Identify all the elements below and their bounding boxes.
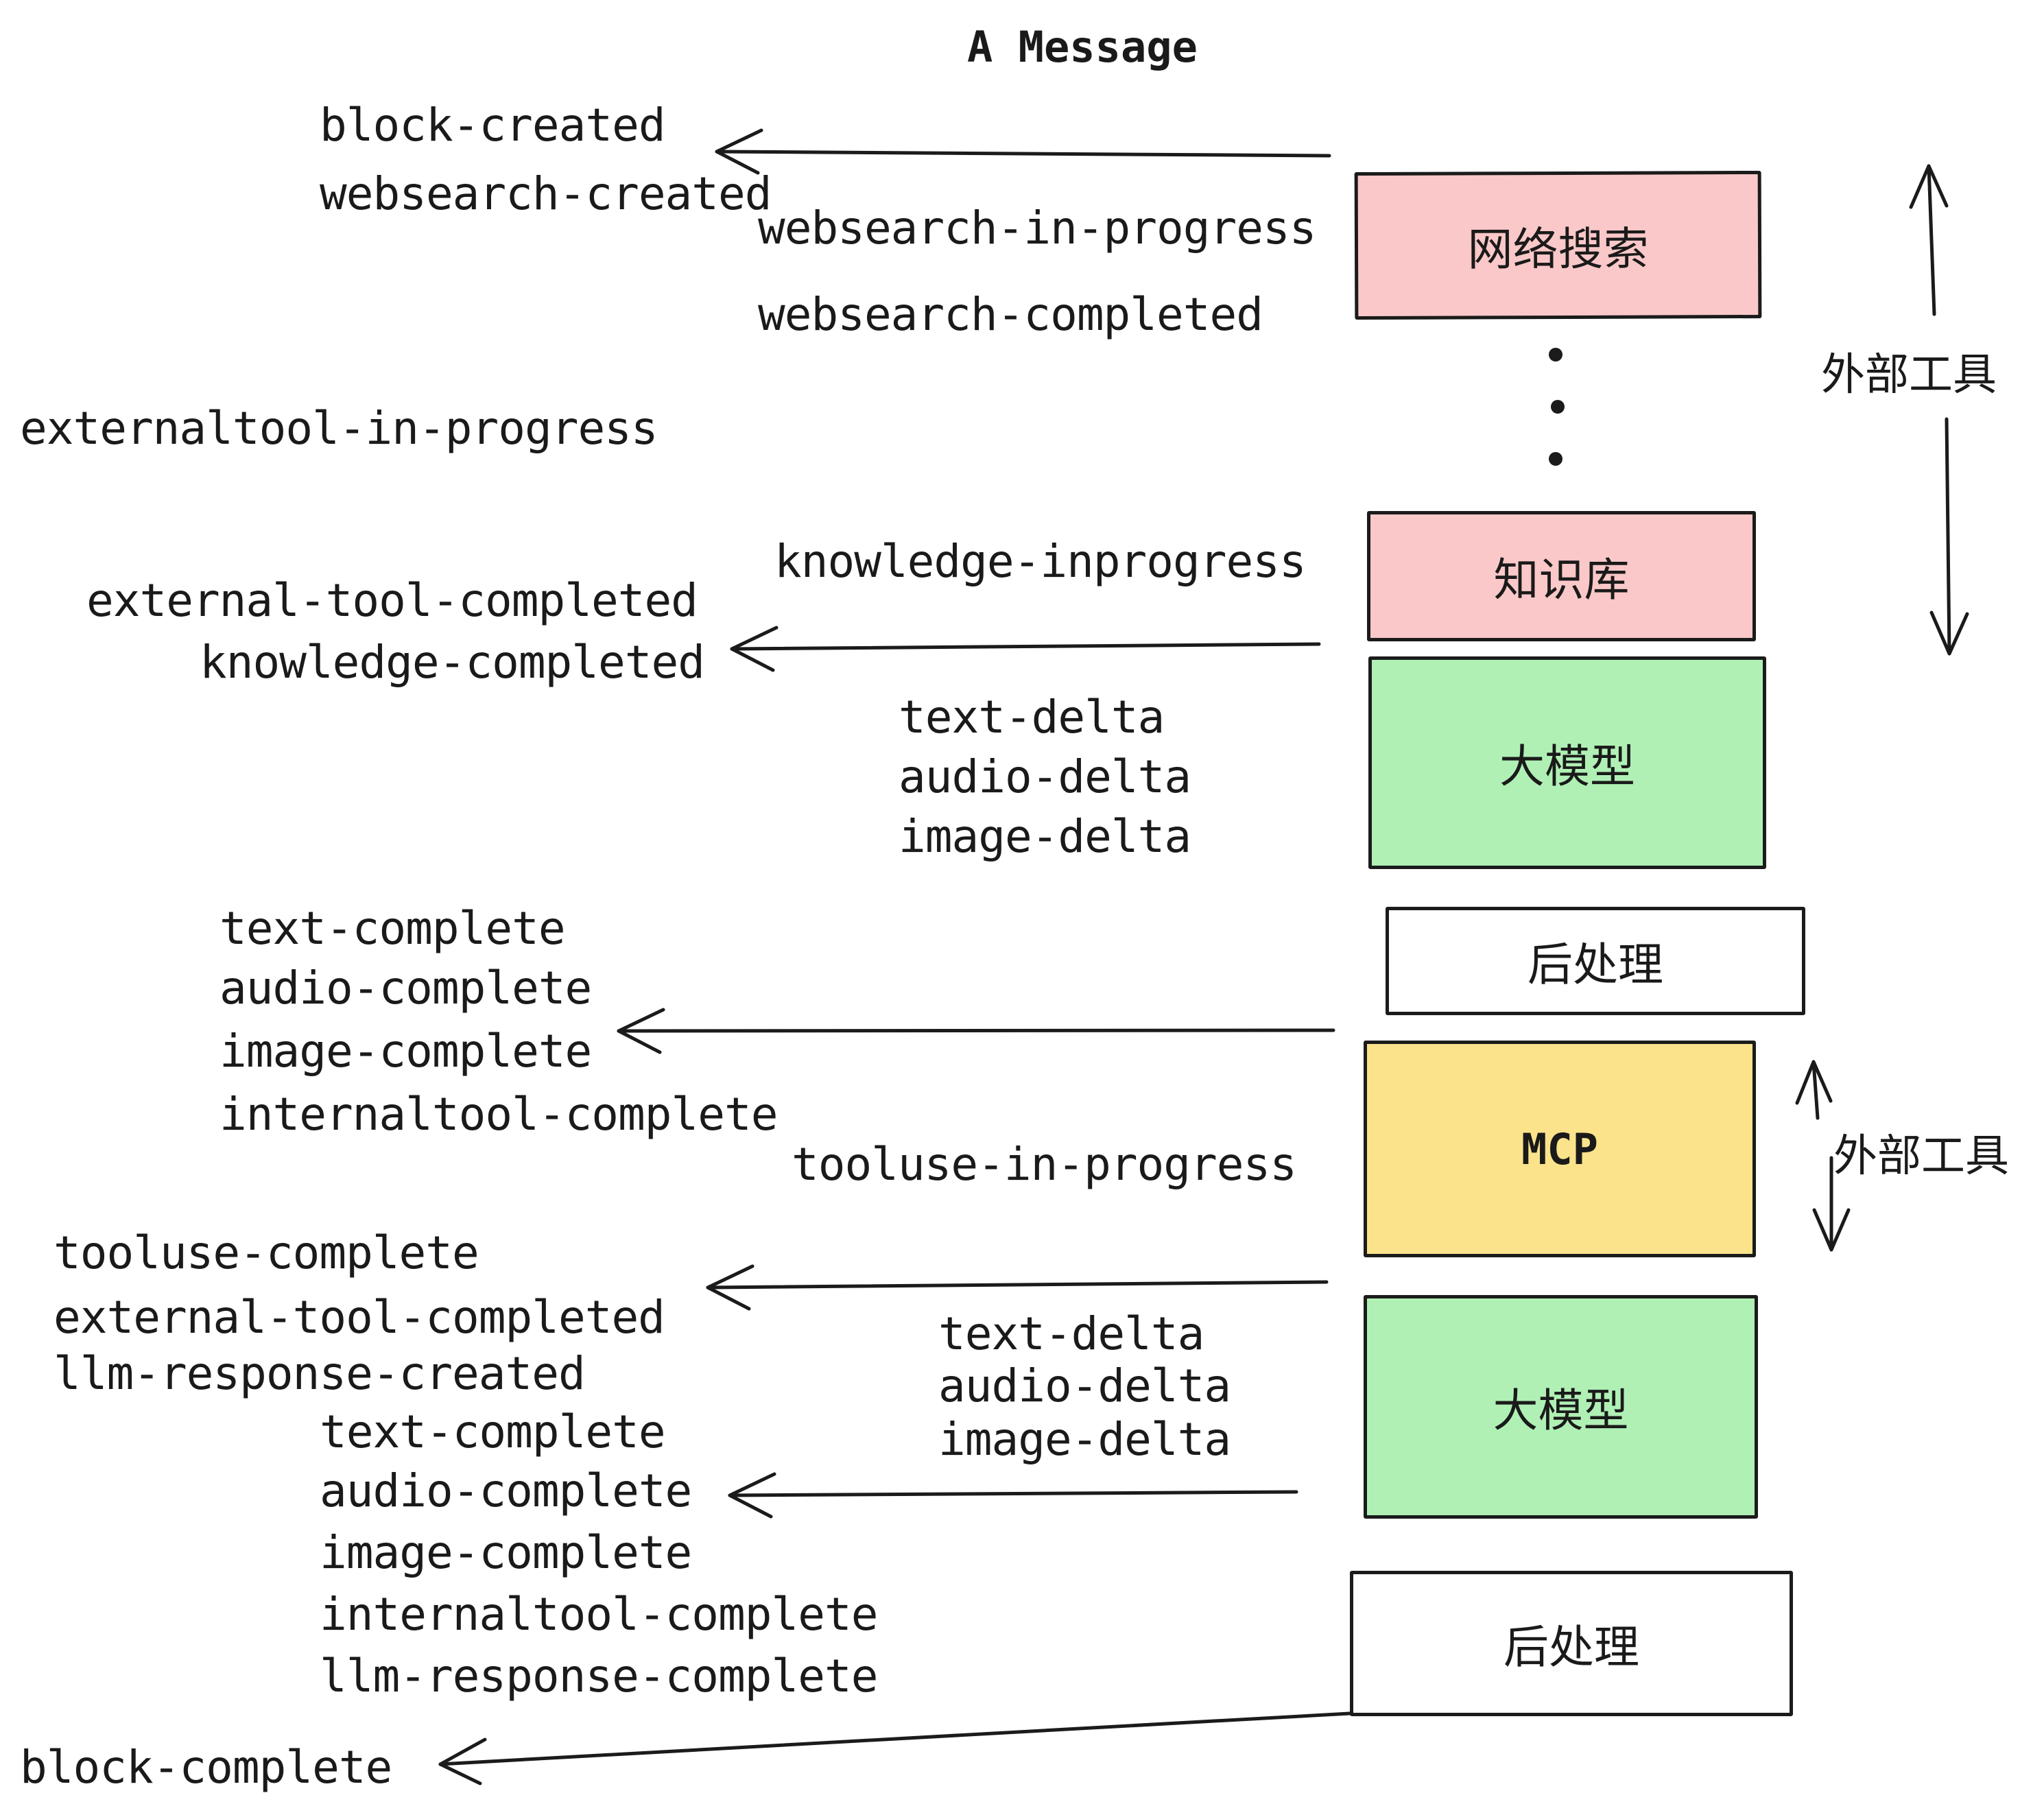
event-image-complete-2: image-complete [320,1526,692,1579]
event-websearch-completed: websearch-completed [758,288,1263,341]
box-websearch-label: 网络搜索 [1467,223,1649,274]
arrow-websearch-to-created [715,128,1331,175]
diagram-title: A Message [967,22,1198,72]
box-postprocess-1: 后处理 [1386,907,1805,1015]
external-tools-label-2: 外部工具 [1833,1131,2009,1180]
box-mcp: MCP [1364,1041,1756,1257]
external-tools-down-arrow-1 [1929,417,1969,656]
ellipsis-dots [1549,348,1565,466]
arrow-mcp-to-image-complete [617,1008,1335,1054]
event-knowledge-inprogress: knowledge-inprogress [774,535,1307,588]
event-external-tool-completed-1: external-tool-completed [86,574,698,627]
event-externaltool-in-progress: externaltool-in-progress [20,402,658,455]
event-image-delta-2: image-delta [938,1413,1231,1466]
event-block-complete: block-complete [20,1741,392,1794]
external-tools-up-arrow-1 [1909,164,1949,316]
event-external-tool-completed-2: external-tool-completed [54,1291,665,1344]
event-text-complete-2: text-complete [320,1405,666,1458]
external-tools-label-1: 外部工具 [1821,350,1997,399]
event-websearch-created: websearch-created [320,167,772,220]
arrow-mcp-to-tooluse-complete [706,1264,1329,1311]
event-text-delta-1: text-delta [899,691,1165,744]
external-tools-up-arrow-2 [1795,1060,1833,1120]
event-internaltool-complete-1: internaltool-complete [219,1088,778,1141]
box-knowledge: 知识库 [1367,511,1756,641]
box-llm-1-label: 大模型 [1499,741,1635,792]
event-tooluse-complete: tooluse-complete [54,1226,479,1279]
box-postprocess-2: 后处理 [1350,1571,1793,1716]
event-websearch-in-progress: websearch-in-progress [758,202,1316,254]
event-llm-response-complete: llm-response-complete [320,1650,878,1702]
box-llm-1: 大模型 [1368,656,1766,869]
box-llm-2: 大模型 [1364,1295,1758,1519]
box-postprocess-2-label: 后处理 [1504,1622,1639,1672]
event-image-complete-1: image-complete [219,1025,592,1078]
box-mcp-label: MCP [1521,1124,1598,1174]
box-knowledge-label: 知识库 [1493,554,1630,605]
event-block-created: block-created [320,99,666,152]
event-audio-complete-1: audio-complete [219,962,592,1014]
arrow-llm2-to-audio-complete [728,1472,1298,1519]
arrow-postprocess-to-block-complete [438,1711,1352,1785]
event-text-complete-1: text-complete [219,902,566,955]
event-audio-delta-2: audio-delta [938,1360,1231,1412]
event-audio-complete-2: audio-complete [320,1464,692,1517]
arrow-knowledge-to-completed [730,626,1321,672]
event-audio-delta-1: audio-delta [899,750,1191,803]
event-image-delta-1: image-delta [899,810,1191,863]
box-llm-2-label: 大模型 [1493,1385,1629,1436]
event-internaltool-complete-2: internaltool-complete [320,1588,878,1641]
event-llm-response-created: llm-response-created [54,1347,586,1400]
box-postprocess-1-label: 后处理 [1528,939,1663,990]
event-tooluse-in-progress: tooluse-in-progress [792,1138,1297,1191]
event-knowledge-completed: knowledge-completed [200,636,705,689]
event-text-delta-2: text-delta [938,1307,1204,1360]
box-websearch: 网络搜索 [1354,170,1762,320]
